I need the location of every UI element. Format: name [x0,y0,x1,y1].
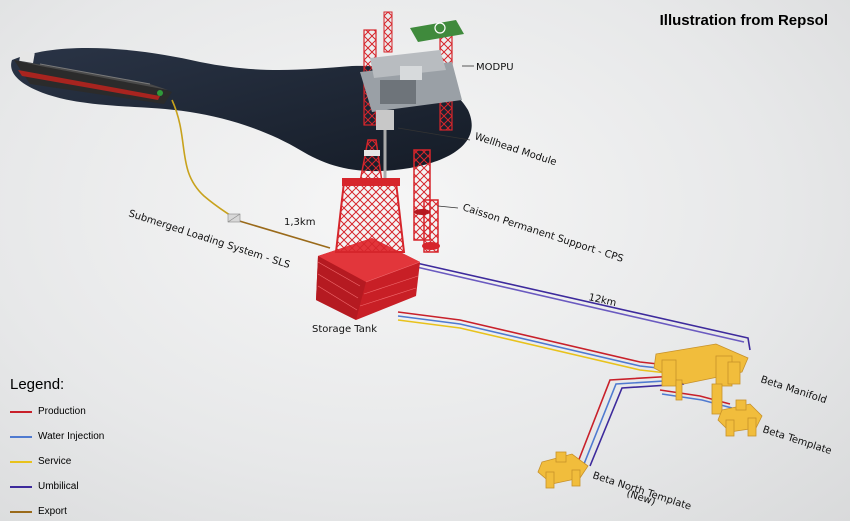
sls-buoy [227,213,241,223]
label-modpu: MODPU [476,62,514,73]
legend: Legend: Production Water Injection Servi… [10,376,104,521]
label-beta-manifold: Beta Manifold [759,374,828,406]
legend-label: Export [38,506,67,517]
label-beta-north-template: Beta North Template [591,470,692,512]
jacket-tower [334,139,406,253]
legend-label: Service [38,456,72,467]
tanker-ship [14,50,172,104]
sls-export-line [235,219,331,249]
legend-label: Umbilical [38,481,79,492]
legend-item-production: Production [10,399,104,424]
legend-swatch [10,435,32,438]
label-distance-sls: 1,3km [284,217,315,228]
label-storage-tank: Storage Tank [312,324,377,335]
pipelines [171,99,751,467]
legend-swatch [10,410,32,413]
export-hose [171,99,235,219]
label-wellhead-module: Wellhead Module [473,131,558,168]
legend-item-service: Service [10,449,104,474]
service-line [397,319,677,375]
umbilical-line [411,261,751,351]
label-cps: Caisson Permanent Support - CPS [461,202,625,264]
caisson-support [413,149,440,253]
legend-title: Legend: [10,376,65,393]
label-sls: Submerged Loading System - SLS [127,208,291,271]
production-line [397,311,677,367]
legend-swatch [10,510,32,513]
beta-template [717,399,763,437]
legend-swatch [10,460,32,463]
legend-label: Production [38,406,86,417]
beta-north-template [537,451,589,489]
illustration-credit: Illustration from Repsol [659,12,828,29]
water-injection-line [397,315,677,371]
legend-swatch [10,485,32,488]
modpu-platform [360,11,464,178]
legend-item-umbilical: Umbilical [10,474,104,499]
sea-surface [11,47,472,172]
leader-lines [397,65,474,209]
legend-item-export: Export [10,499,104,521]
legend-label: Water Injection [38,431,105,442]
legend-item-water-injection: Water Injection [10,424,104,449]
label-beta-template: Beta Template [761,424,833,457]
beta-manifold [653,343,749,415]
